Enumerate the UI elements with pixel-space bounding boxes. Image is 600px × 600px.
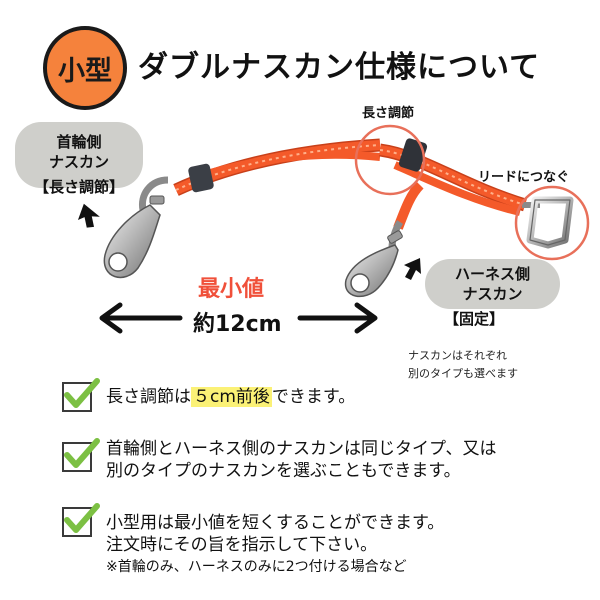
length-adjust-label: 長さ調節 xyxy=(362,106,415,121)
leash-strap xyxy=(173,138,527,230)
harness-side-bracket: 【固定】 xyxy=(444,310,505,328)
lead-connector-ring xyxy=(522,196,574,249)
feature-1-highlight: ５cm前後 xyxy=(191,387,272,407)
hook-type-note-line2: 別のタイプも選べます xyxy=(408,367,518,380)
hook-type-note-line1: ナスカンはそれぞれ xyxy=(408,349,507,362)
feature-2-line1: 首輪側とハーネス側のナスカンは同じタイプ、又は xyxy=(106,439,497,459)
slider-buckle-right xyxy=(398,138,428,172)
title-badge: 小型 xyxy=(43,26,127,110)
harness-side-label-line1: ハーネス側 xyxy=(454,265,530,283)
connect-lead-label: リードにつなぐ xyxy=(478,170,570,185)
measure-arrow-right-icon xyxy=(297,302,378,334)
feature-3-line1: 小型用は最小値を短くすることができます。 xyxy=(106,513,445,533)
feature-hook-types: 首輪側とハーネス側のナスカンは同じタイプ、又は 別のタイプのナスカンを選ぶことも… xyxy=(106,438,497,482)
feature-1-text-after: できます。 xyxy=(271,387,356,407)
measure-arrow-left-icon xyxy=(99,302,183,334)
feature-2-line2: 別のタイプのナスカンを選ぶこともできます。 xyxy=(106,461,461,481)
neck-side-bracket: 【長さ調節】 xyxy=(34,178,125,196)
harness-side-label-line2: ナスカン xyxy=(462,285,523,303)
feature-3-line2: 注文時にその旨を指示して下さい。 xyxy=(106,535,378,555)
arrow-pointer-neck-icon xyxy=(77,203,100,228)
slider-buckle-left xyxy=(188,163,214,193)
neck-side-snap-hook xyxy=(103,176,169,279)
check-icon xyxy=(62,503,100,537)
adjust-highlight-circle xyxy=(354,124,426,196)
check-icon xyxy=(62,378,100,412)
feature-3-note: ※首輪のみ、ハーネスのみに2つ付ける場合など xyxy=(106,559,407,575)
connect-highlight-circle xyxy=(514,185,590,261)
feature-short-minimum: 小型用は最小値を短くすることができます。 注文時にその旨を指示して下さい。 ※首… xyxy=(106,512,444,578)
approx-length-value: 約12cm xyxy=(193,312,282,337)
neck-side-label-line2: ナスカン xyxy=(48,153,109,171)
harness-side-label: ハーネス側 ナスカン xyxy=(425,259,560,309)
check-icon xyxy=(62,438,100,472)
feature-1-text-before: 長さ調節は xyxy=(106,387,191,407)
hook-type-note: ナスカンはそれぞれ 別のタイプも選べます xyxy=(408,347,518,383)
harness-side-snap-hook xyxy=(344,220,404,298)
arrow-pointer-harness-icon xyxy=(404,258,421,280)
min-value-label: 最小値 xyxy=(198,277,265,302)
neck-side-label-line1: 首輪側 xyxy=(56,133,102,151)
neck-side-label: 首輪側 ナスカン xyxy=(15,122,143,188)
page-title: ダブルナスカン仕様について xyxy=(138,50,541,85)
